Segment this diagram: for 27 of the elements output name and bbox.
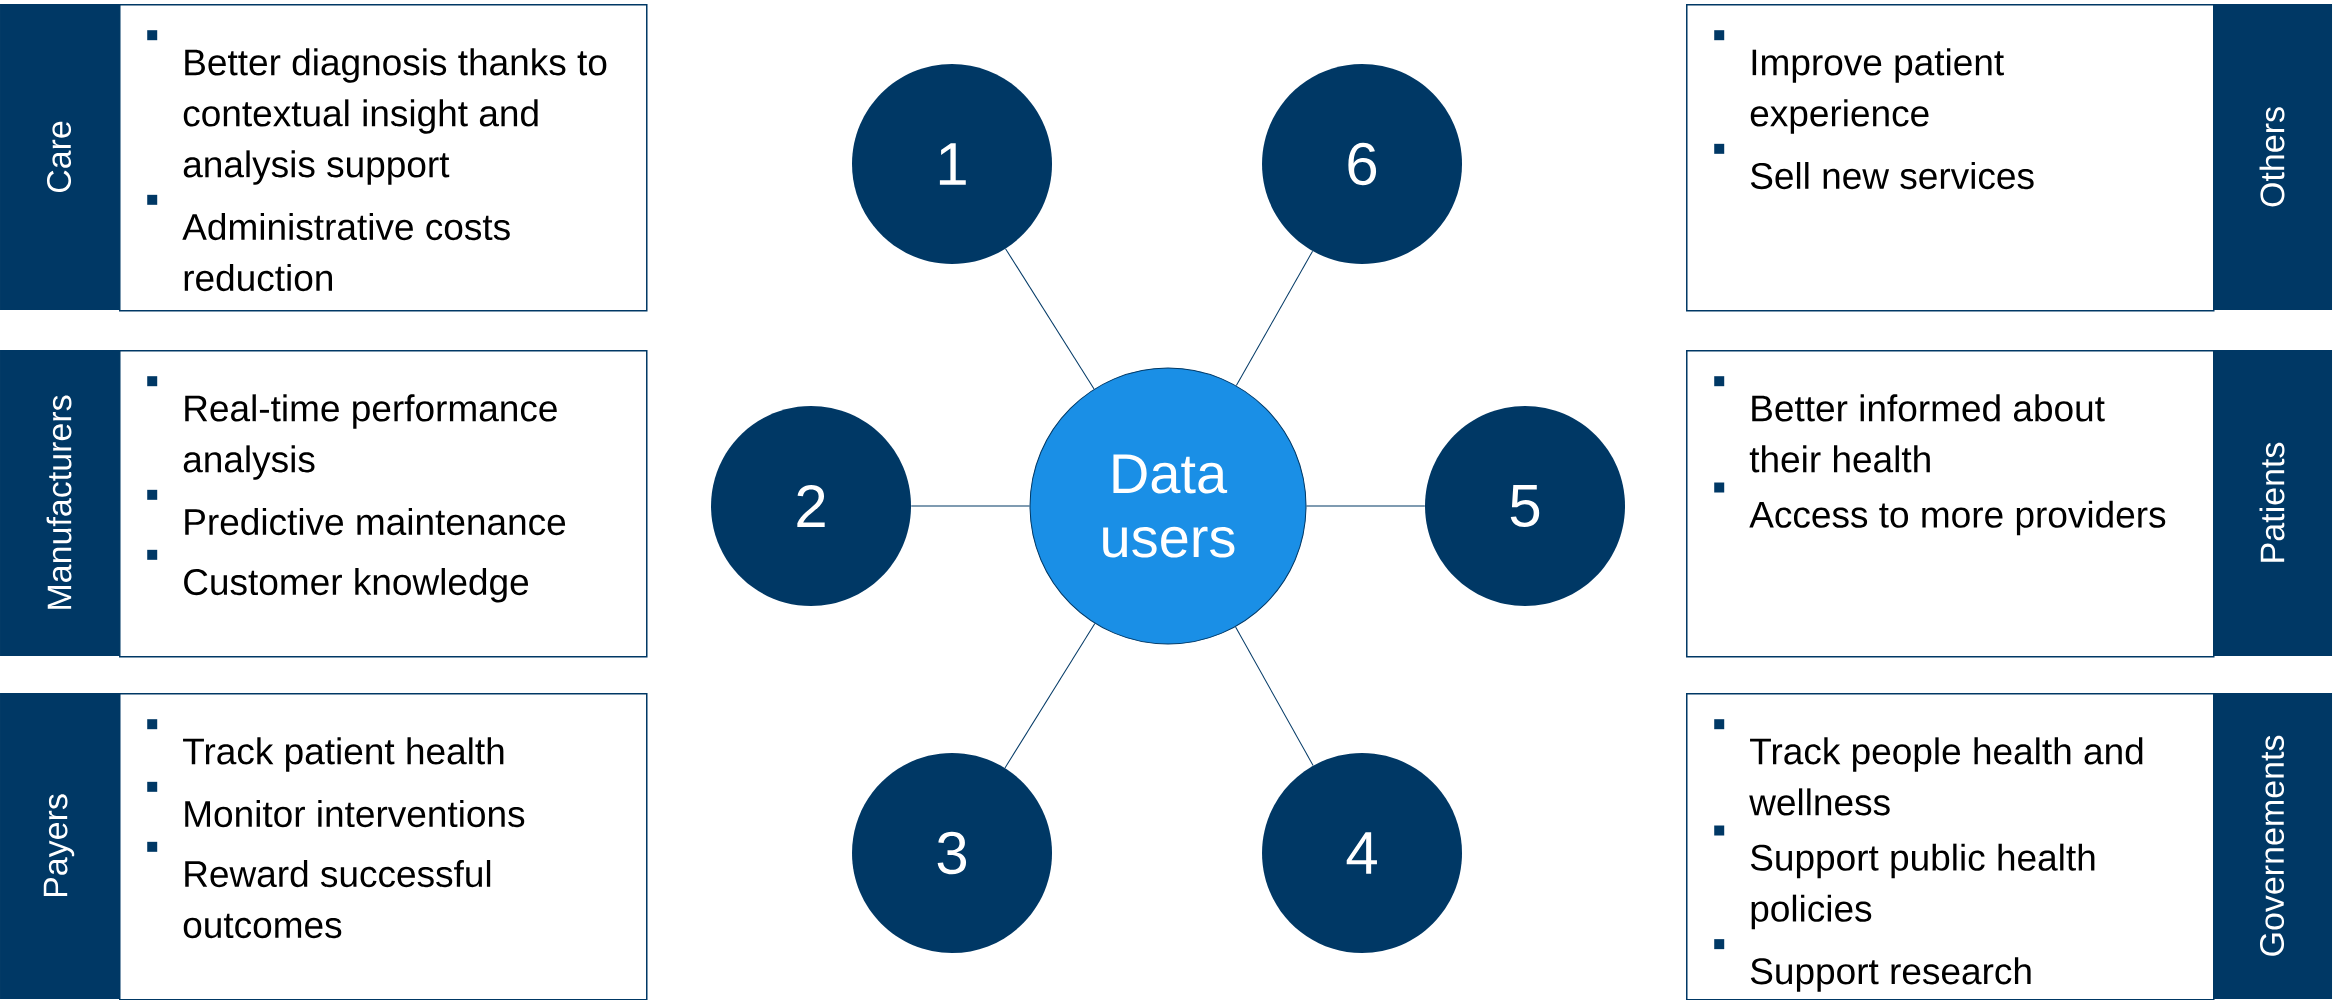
bullet-item: Administrative costs reduction — [147, 194, 510, 292]
bullet-item: Access to more providers — [1714, 482, 2166, 536]
category-tab: Patients — [2213, 350, 2332, 656]
connector-line — [1004, 623, 1096, 769]
connector-line — [910, 505, 1030, 507]
category-tab: Governements — [2213, 693, 2332, 999]
category-tab: Care — [0, 4, 119, 310]
bullet-item: Sell new services — [1714, 143, 2034, 190]
category-tab: Manufacturers — [0, 350, 119, 656]
connector-line — [1005, 248, 1095, 390]
bullet-item: Improve patient experience — [1714, 30, 2004, 134]
bullet-item: Track people health and wellness — [1714, 719, 2143, 816]
bullet-item: Real-time performance analysis — [147, 376, 557, 480]
bullet-item: Track patient health — [147, 719, 504, 772]
category-tab: Others — [2213, 4, 2332, 310]
bullet-item: Better informed about their health — [1714, 376, 2105, 473]
connector-line — [1235, 250, 1314, 387]
connector-line — [1235, 626, 1314, 767]
connector-line — [1306, 505, 1426, 507]
bullet-item: Reward successful outcomes — [147, 841, 491, 939]
bullet-item: Predictive maintenance — [147, 489, 566, 536]
bullet-item: Customer knowledge — [147, 549, 529, 603]
bullet-item: Better diagnosis thanks to contextual insight and analysis support — [147, 30, 607, 185]
bullet-item: Support public health policies — [1714, 825, 2095, 930]
category-tab: Payers — [0, 693, 119, 999]
bullet-item: Support research — [1714, 939, 2031, 992]
bullet-item: Monitor interventions — [147, 781, 525, 828]
